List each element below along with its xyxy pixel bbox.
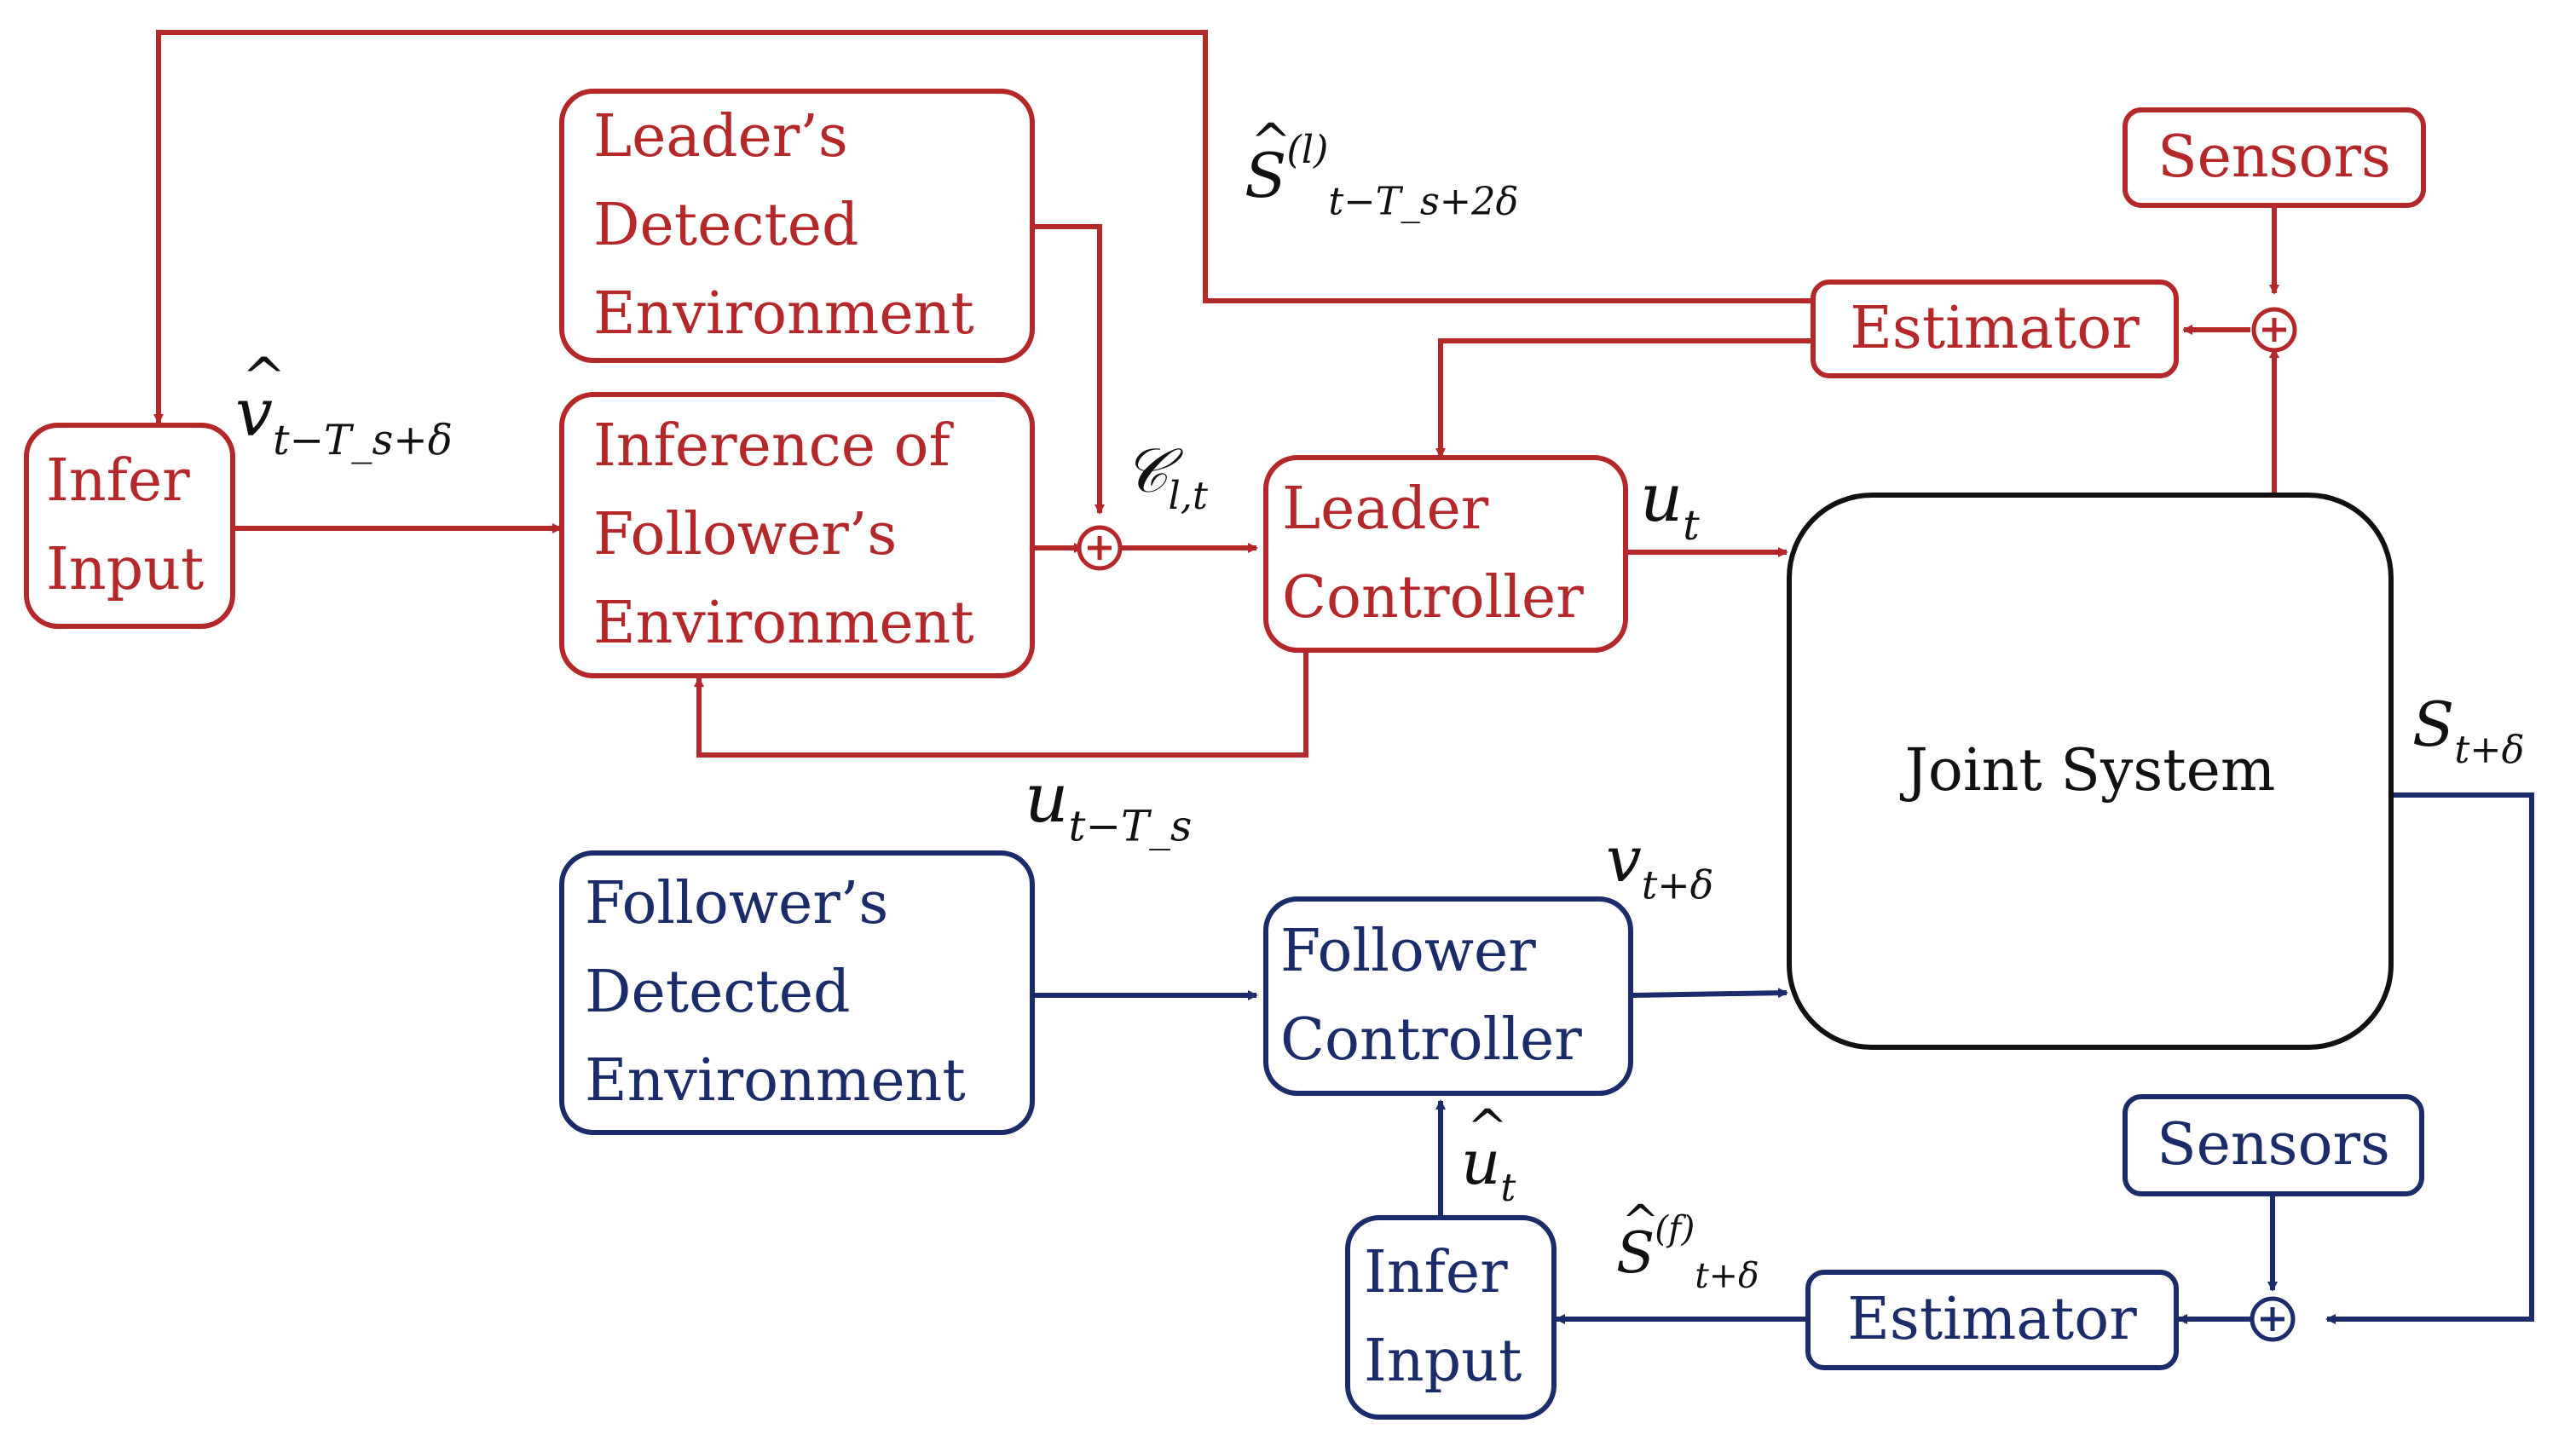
math-c-lt: 𝒞l,t	[1123, 435, 1208, 519]
sensors-bottom-block: Sensors	[2123, 1094, 2424, 1196]
estimator-top-block: Estimator	[1811, 280, 2179, 378]
infer-input-bottom-block: Infer Input	[1345, 1215, 1557, 1420]
math-s-hat-l: S(l)t−T_s+2δ	[1245, 112, 1518, 223]
math-u-hat-t: ut	[1461, 1099, 1516, 1210]
math-v-t-delta: vt+δ	[1606, 823, 1714, 908]
follower-controller-label: Follower Controller	[1280, 918, 1582, 1074]
inference-follower-environment-label: Inference of Follower’s Environment	[593, 412, 974, 657]
leader-controller-label: Leader Controller	[1282, 475, 1584, 631]
summing-junctions	[1077, 307, 2297, 1342]
math-u-t: ut	[1640, 460, 1700, 550]
leader-detected-environment-block: Leader’s Detected Environment	[559, 89, 1035, 363]
leader-controller-block: Leader Controller	[1263, 455, 1628, 653]
math-s-t-delta: St+δ	[2412, 689, 2525, 773]
sensors-top-label: Sensors	[2157, 124, 2391, 191]
sensors-top-block: Sensors	[2123, 107, 2426, 208]
red-arrows	[153, 30, 2279, 758]
sum-junction-top-right	[2251, 307, 2297, 353]
infer-input-top-label: Infer Input	[46, 447, 205, 603]
follower-controller-block: Follower Controller	[1263, 896, 1633, 1096]
sum-junction-bottom-right	[2250, 1296, 2296, 1342]
sum-junction-left	[1077, 525, 1123, 571]
joint-system-block: Joint System	[1787, 493, 2394, 1050]
sensors-bottom-label: Sensors	[2157, 1111, 2390, 1179]
math-u-t-minus-ts: ut−T_s	[1025, 758, 1193, 851]
follower-detected-environment-block: Follower’s Detected Environment	[559, 850, 1035, 1135]
infer-input-top-block: Infer Input	[24, 423, 235, 629]
leader-detected-environment-label: Leader’s Detected Environment	[593, 103, 974, 348]
follower-controller-to-joint-system-arrow	[1632, 988, 1788, 999]
follower-detected-environment-label: Follower’s Detected Environment	[585, 870, 966, 1115]
joint-system-label: Joint System	[1904, 737, 2276, 804]
blue-arrows	[1035, 792, 2534, 1324]
joint-system-to-bottom-sum-arrow	[2325, 792, 2534, 1324]
infer-input-bottom-label: Infer Input	[1364, 1239, 1522, 1395]
estimator-bottom-block: Estimator	[1805, 1270, 2179, 1370]
leader-env-to-sum-arrow	[1035, 224, 1105, 515]
math-s-hat-f: S(f)t+δ	[1616, 1196, 1759, 1296]
estimator-bottom-label: Estimator	[1847, 1286, 2137, 1353]
leader-controller-to-inference-feedback-arrow	[694, 652, 1308, 758]
estimator-top-label: Estimator	[1850, 295, 2140, 362]
estimator-to-infer-input-feedback-arrow	[153, 30, 1811, 424]
inference-follower-environment-block: Inference of Follower’s Environment	[559, 392, 1035, 678]
math-v-hat: vt−T_s+δ	[235, 346, 453, 464]
estimator-to-leader-controller-arrow	[1435, 338, 1811, 458]
